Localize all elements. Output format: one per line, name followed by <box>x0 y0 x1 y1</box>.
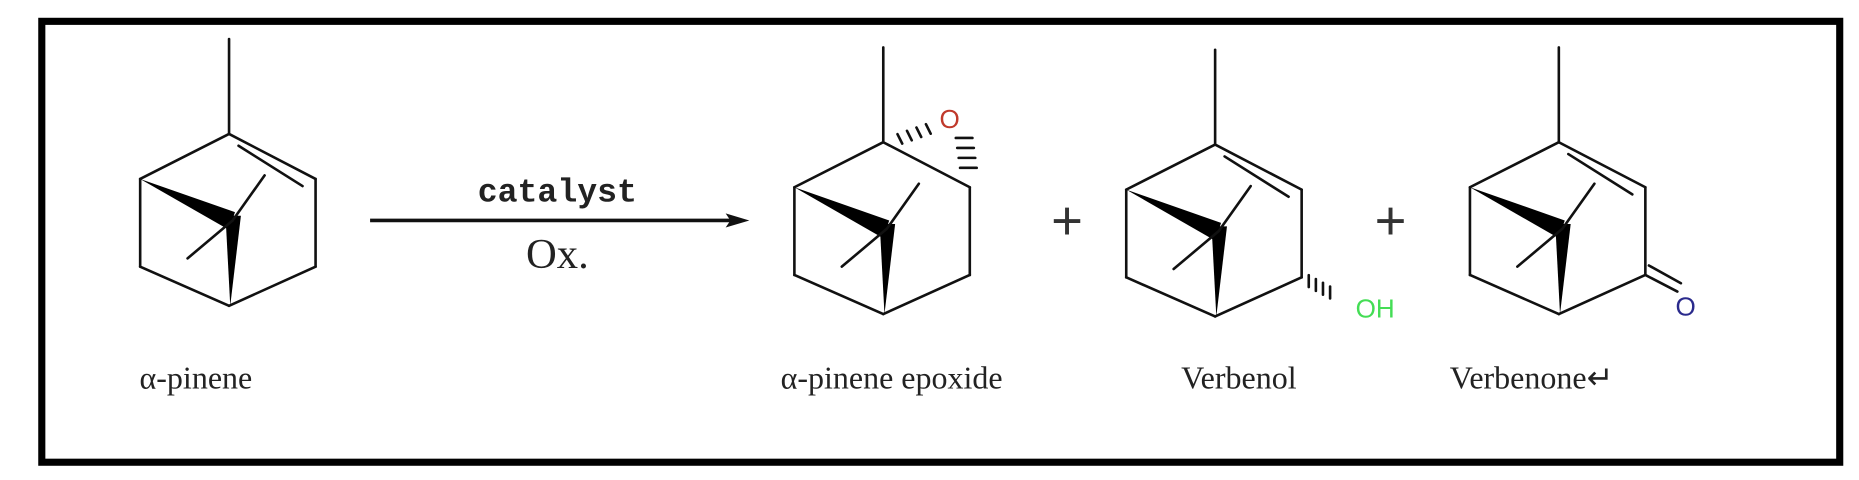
gem-methyl-bond <box>1516 227 1564 268</box>
hashed-bond <box>915 126 923 139</box>
wedge-bond <box>225 215 241 306</box>
wedge-bond <box>140 178 235 230</box>
ring-bond <box>881 273 972 316</box>
verbenol-structure: OH <box>1124 48 1395 324</box>
gem-methyl-bond <box>840 227 889 268</box>
ring-bond <box>1213 276 1303 318</box>
wedge-bond <box>1126 189 1222 241</box>
oxygen-atom-label: O <box>940 104 960 134</box>
gem-methyl-bond <box>1217 184 1252 233</box>
double-bond-inner <box>1223 155 1290 199</box>
plus-sign-1: + <box>1051 190 1083 251</box>
wedge-bond <box>1211 226 1227 317</box>
wedge-bond <box>879 224 896 315</box>
ring-bond <box>1124 143 1217 191</box>
ring-bond <box>881 140 972 189</box>
wedge-bond <box>1555 224 1571 315</box>
ring-bond <box>1557 273 1647 316</box>
gem-methyl-bond <box>1172 229 1220 271</box>
oxidant-label: Ox. <box>526 231 589 278</box>
wedge-bond <box>1469 187 1565 239</box>
alpha-pinene-epoxide-structure: O <box>793 46 978 316</box>
ring-bond <box>227 132 317 181</box>
frame-border <box>38 17 1844 466</box>
ring-bond <box>227 265 317 308</box>
carbonyl-oxygen-label: O <box>1676 291 1696 321</box>
ring-bond <box>1557 140 1647 189</box>
verbenone-structure: O <box>1468 46 1696 321</box>
carbonyl-bond <box>1644 273 1679 293</box>
double-bond-inner <box>1567 152 1634 196</box>
carbonyl-bond <box>1647 264 1683 285</box>
catalyst-label: catalyst <box>478 173 637 211</box>
reaction-arrow <box>370 213 750 228</box>
verbenol-label: Verbenol <box>1181 360 1297 396</box>
alpha-pinene-label: α-pinene <box>140 360 253 396</box>
ring-bond <box>138 132 231 181</box>
gem-methyl-bond <box>186 219 234 260</box>
plus-sign-2: + <box>1375 190 1407 251</box>
gem-methyl-bond <box>1561 182 1596 231</box>
ring-bond <box>1468 140 1561 189</box>
ring-bond <box>793 140 885 189</box>
hashed-bond <box>924 122 932 135</box>
alpha-pinene-epoxide-label: α-pinene epoxide <box>781 360 1003 396</box>
hydroxyl-group-label: OH <box>1356 294 1395 324</box>
double-bond-inner <box>237 144 304 188</box>
gem-methyl-bond <box>885 182 921 231</box>
wedge-bond <box>794 187 890 239</box>
hashed-bond <box>905 129 914 142</box>
verbenone-label: Verbenone↵ <box>1450 360 1614 396</box>
ring-bond <box>138 265 231 308</box>
hashed-bond <box>896 132 904 145</box>
alpha-pinene-structure <box>138 37 317 308</box>
ring-bond <box>1468 273 1561 316</box>
ring-bond <box>793 273 885 316</box>
gem-methyl-bond <box>231 174 266 222</box>
ring-bond <box>1213 143 1303 191</box>
ring-bond <box>1124 276 1217 318</box>
